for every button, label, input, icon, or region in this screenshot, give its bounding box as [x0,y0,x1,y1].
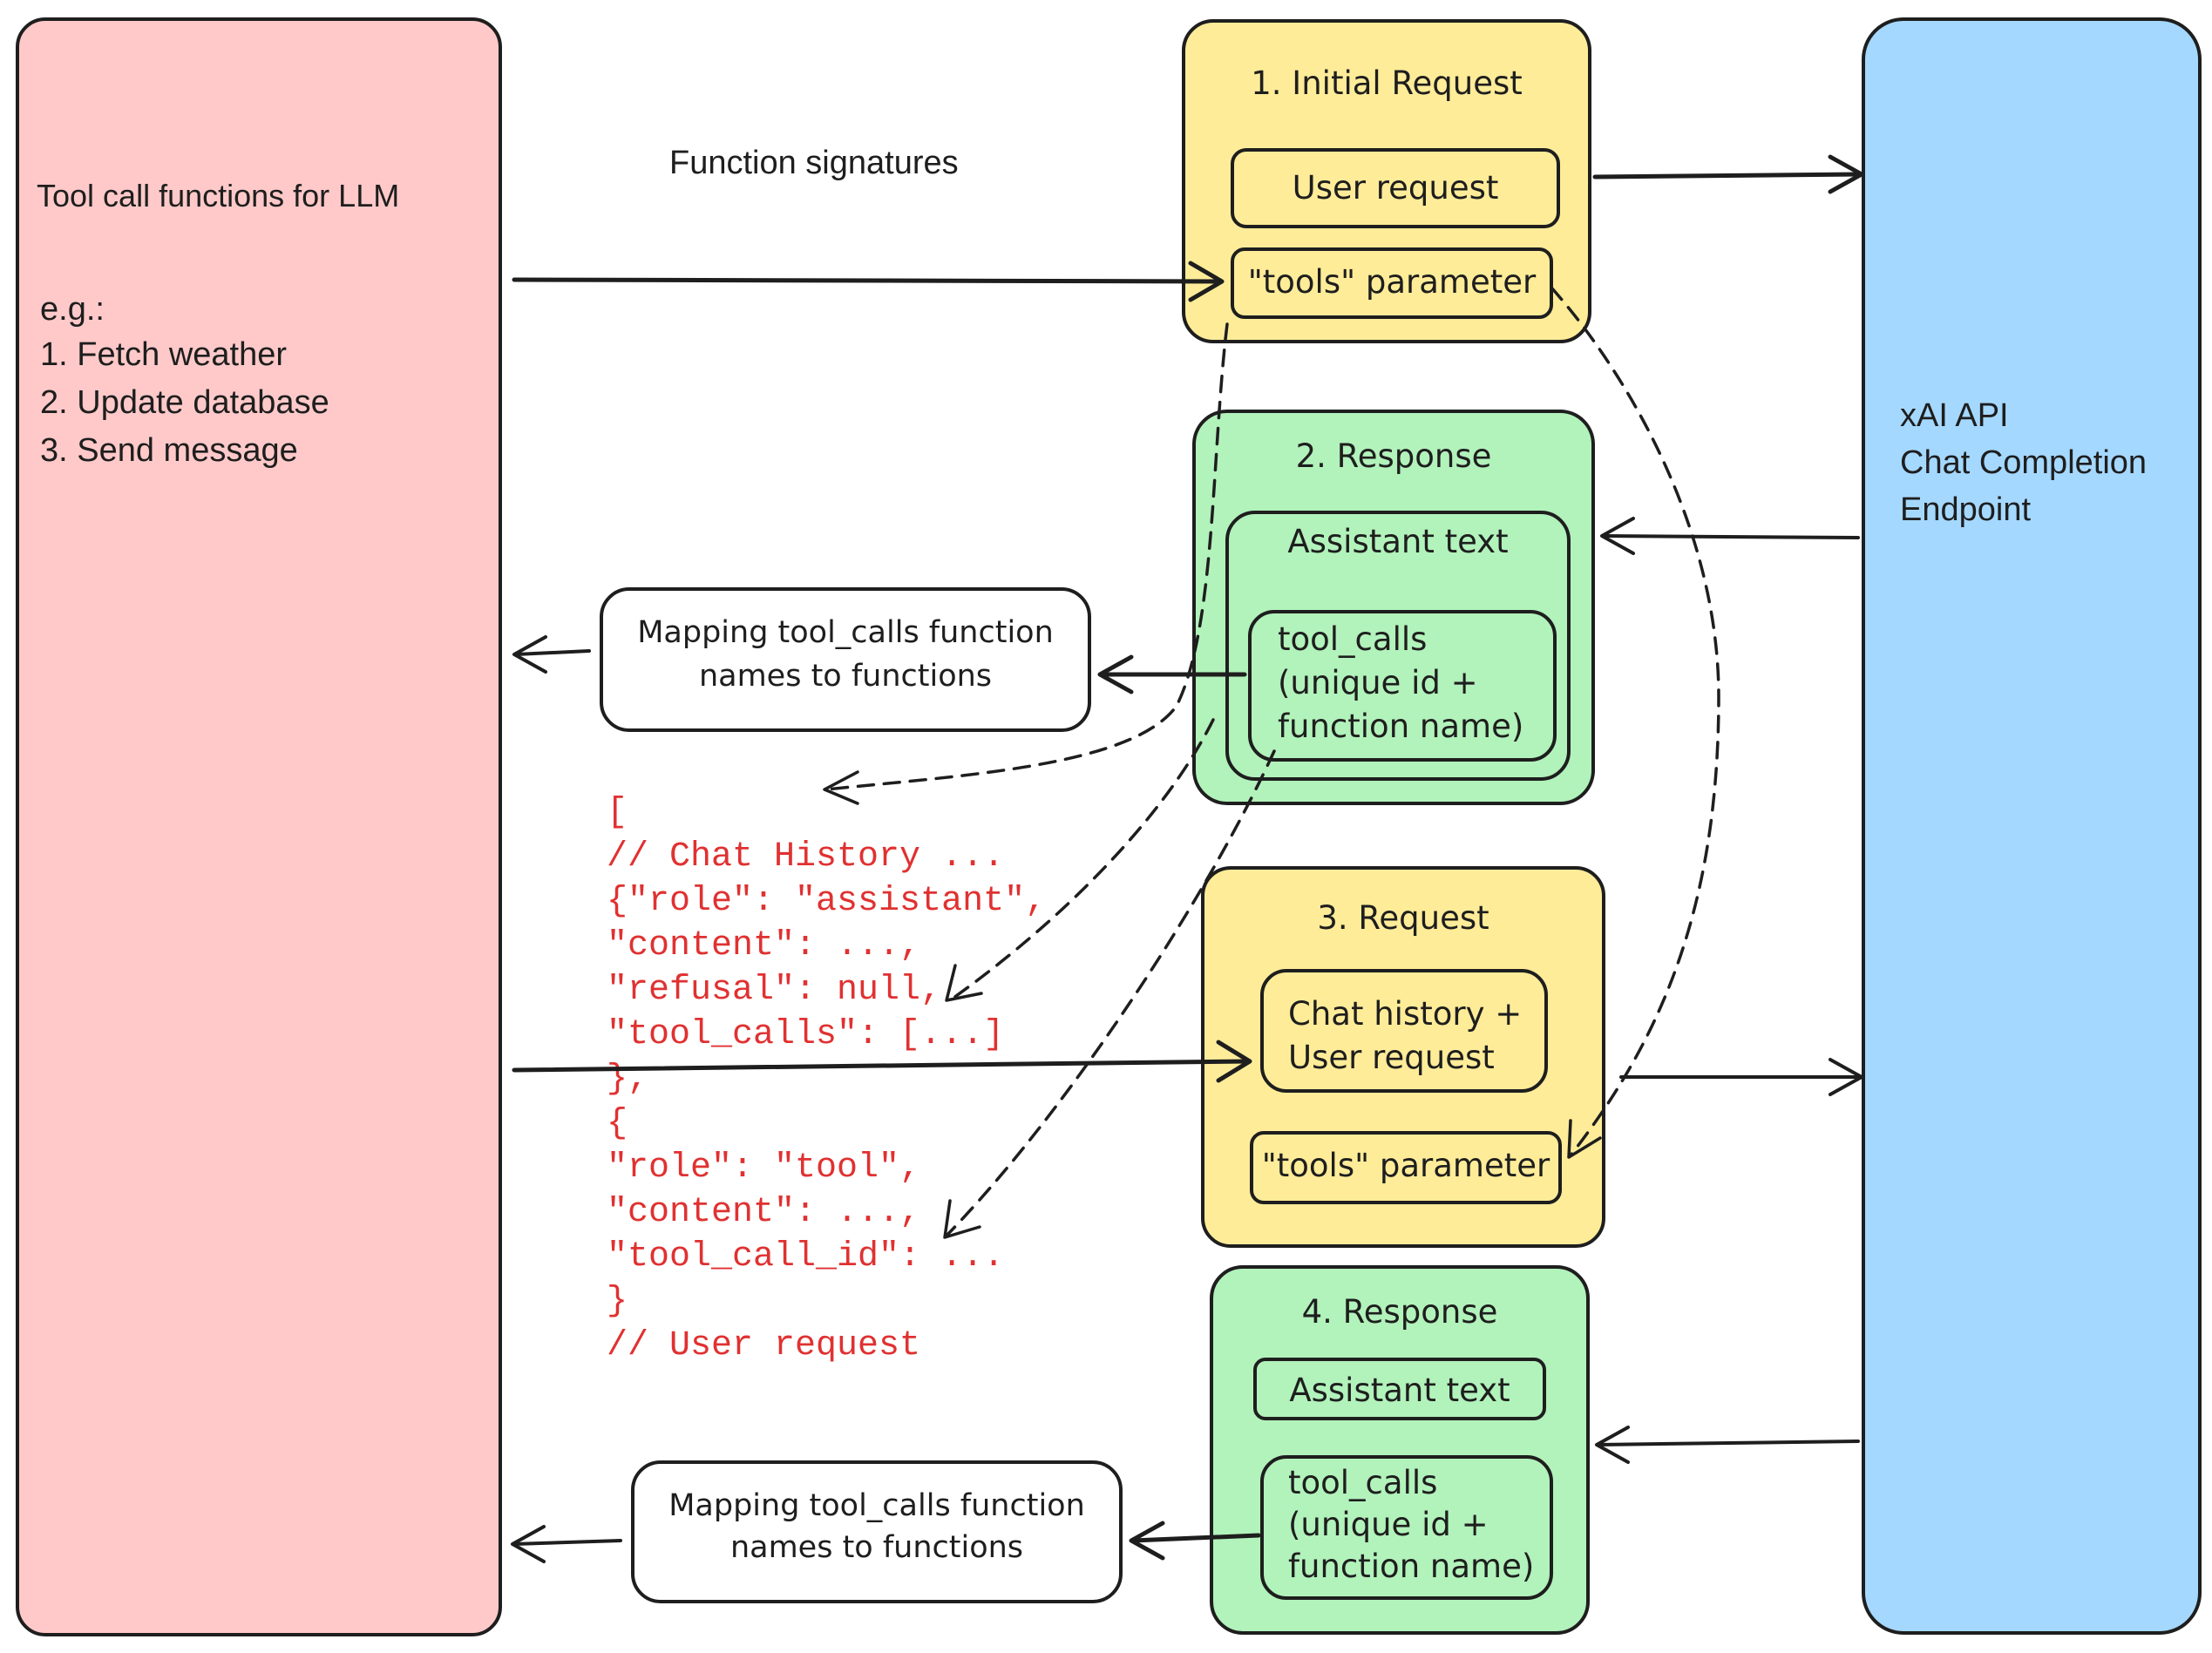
code-line: "content": ..., [607,926,921,965]
mapping-box-1-line: names to functions [698,659,993,694]
code-line: // User request [607,1326,921,1365]
mapping-box-1-line: Mapping tool_calls function [637,615,1054,650]
code-line: "tool_call_id": ... [607,1237,1005,1277]
step4-tool-calls-line: function name) [1288,1548,1535,1585]
api-panel-line: Endpoint [1900,491,2032,528]
code-line: // Chat History ... [607,837,1005,877]
step3-chat-history-line: User request [1288,1039,1495,1076]
chat-history-code-snippet: [ // Chat History ... {"role": "assistant"… [607,790,1046,1368]
step4-response [1210,1265,1590,1635]
step1-initial-request [1182,19,1591,343]
step2-assistant-text: Assistant text [1287,523,1509,560]
code-line: "role": "tool", [607,1148,921,1188]
step1-tools-parameter: "tools" parameter [1247,263,1537,301]
arrow-initial-request-to-api [1592,154,1864,194]
code-line: {"role": "assistant", [607,882,1047,921]
step1-tools-parameter-box [1231,247,1553,319]
functions-panel [16,17,502,1636]
step4-tool-calls-box [1260,1455,1553,1600]
code-line: "content": ..., [607,1193,921,1232]
step4-assistant-text-box [1253,1358,1546,1420]
step3-chat-history-line: Chat history + [1288,995,1523,1033]
code-line: }, [607,1060,649,1099]
arrow-function-signatures [512,261,1225,302]
arrow-request-3-to-api [1619,1058,1863,1096]
arrow-api-to-response-2 [1600,517,1860,555]
step4-title: 4. Response [1301,1293,1498,1331]
functions-example-heading: e.g.: [40,291,105,328]
step1-user-request: User request [1292,169,1499,207]
mapping-box-2 [631,1460,1123,1603]
function-signatures-label: Function signatures [669,145,959,181]
step1-title: 1. Initial Request [1251,64,1523,102]
step4-tool-calls-line: (unique id + [1288,1506,1489,1543]
functions-example-item: 2. Update database [40,384,329,421]
api-panel-line: Chat Completion [1900,444,2148,481]
mapping-box-2-line: Mapping tool_calls function [668,1488,1085,1523]
code-line: } [607,1282,628,1321]
code-line: "tool_calls": [...] [607,1015,1005,1054]
step1-user-request-box [1231,148,1560,228]
step2-tool-calls-line: function name) [1278,708,1524,745]
functions-panel-title: Tool call functions for LLM [37,178,400,213]
step2-tool-calls-line: (unique id + [1278,664,1478,701]
arrow-api-to-response-4 [1595,1426,1860,1464]
step3-tools-parameter: "tools" parameter [1261,1147,1550,1184]
step4-assistant-text: Assistant text [1289,1372,1510,1409]
step4-tool-calls-line: tool_calls [1288,1464,1438,1501]
api-panel-line: xAI API [1900,397,2009,434]
arrow-mapping-2-to-functions [511,1525,622,1563]
code-line: "refusal": null, [607,971,942,1010]
code-line: [ [607,793,628,832]
api-endpoint-panel [1862,17,2202,1635]
functions-example-item: 1. Fetch weather [40,336,288,373]
functions-example-item: 3. Send message [40,432,298,469]
code-line: { [607,1104,628,1143]
mapping-box-2-line: names to functions [729,1530,1024,1565]
step3-title: 3. Request [1317,899,1489,937]
arrow-mapping-1-to-functions [512,635,591,674]
step2-tool-calls-line: tool_calls [1278,620,1428,658]
step2-title: 2. Response [1295,437,1492,475]
